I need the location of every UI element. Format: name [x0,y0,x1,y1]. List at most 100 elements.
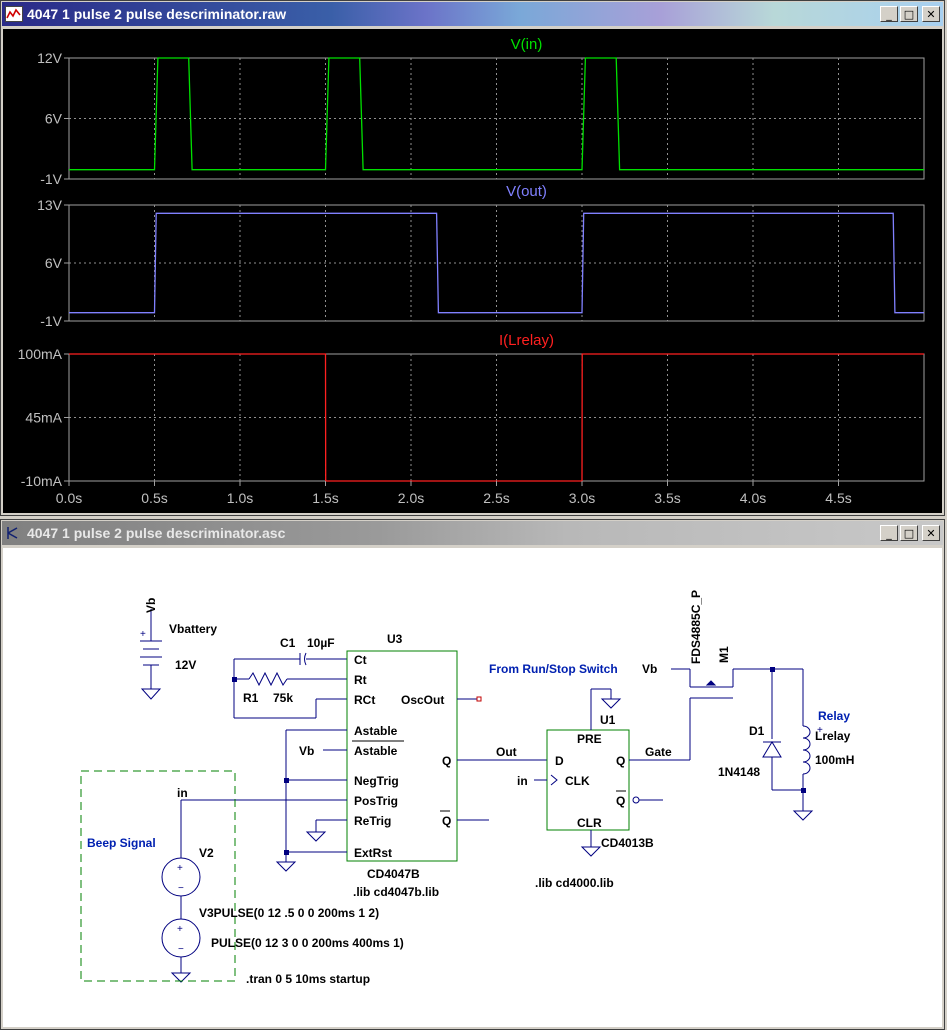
schematic-window: 4047 1 pulse 2 pulse descriminator.asc _… [0,519,945,1030]
beep-signal-comment: Beep Signal [87,836,156,850]
trace-title: I(Lrelay) [499,332,554,349]
schematic-window-title: 4047 1 pulse 2 pulse descriminator.asc [27,525,286,541]
tran-directive: .tran 0 5 10ms startup [246,972,370,986]
svg-text:−: − [178,883,184,894]
r1-label: R1 [243,691,259,705]
vbattery-label: Vbattery [169,622,217,636]
out-net-label: Out [496,745,517,759]
schematic-close-button[interactable]: ✕ [922,525,940,541]
c1-label: C1 [280,636,296,650]
schematic-maximize-button[interactable]: □ [900,525,918,541]
u3-pin-postrig: PosTrig [354,794,398,808]
run-stop-comment: From Run/Stop Switch [489,662,618,676]
u3-pin-extrst: ExtRst [354,846,392,860]
waveform-titlebar[interactable]: 4047 1 pulse 2 pulse descriminator.raw _… [2,2,943,26]
x-tick-label: 2.5s [483,490,509,506]
c1-value: 10µF [307,636,335,650]
waveform-window: 4047 1 pulse 2 pulse descriminator.raw _… [0,0,945,516]
vb-astable-label: Vb [299,744,314,758]
svg-text:+: + [177,924,183,935]
y-tick-label: 6V [45,111,63,127]
svg-text:−: − [178,944,184,955]
u3-pin-oscout: OscOut [401,693,444,707]
close-icon: ✕ [926,526,936,540]
waveform-window-title: 4047 1 pulse 2 pulse descriminator.raw [27,6,287,22]
trace-title: V(in) [511,36,543,53]
x-tick-label: 0.0s [56,490,82,506]
u3-pin-astable: Astable [354,724,398,738]
gate-net-label: Gate [645,745,672,759]
waveform-maximize-button[interactable]: □ [900,6,918,22]
u3-pin-rct: RCt [354,693,375,707]
svg-text:+: + [817,725,823,736]
junction-dots [232,667,806,855]
y-tick-label: 12V [37,50,63,66]
u1-pin-clr: CLR [577,816,602,830]
x-tick-label: 3.0s [569,490,595,506]
x-tick-label: 0.5s [141,490,167,506]
waveform-plot-area[interactable]: 12V 6V -1V V(in) 13V 6V -1V V(out) 100mA 45mA -10m… [3,29,942,513]
lrelay-value: 100mH [815,753,854,767]
u3-pin-retrig: ReTrig [354,814,391,828]
y-tick-label: -10mA [21,473,63,489]
u3-pin-q: Q [442,754,451,768]
y-tick-label: 6V [45,255,63,271]
x-tick-label: 3.5s [654,490,680,506]
u1-pin-d: D [555,754,564,768]
m1-label: M1 [717,646,731,663]
waveform-close-button[interactable]: ✕ [922,6,940,22]
u3-lib-directive: .lib cd4047b.lib [353,885,439,899]
minimize-icon: _ [886,7,892,21]
mosfet-part-name: FDS4885C_P [689,590,703,664]
r1-value: 75k [273,691,293,705]
relay-comment: Relay [818,709,850,723]
schematic-minimize-button[interactable]: _ [880,525,898,541]
x-tick-label: 4.5s [825,490,851,506]
vb-flag-label: Vb [144,598,158,613]
y-tick-label: 13V [37,197,63,213]
net-in-label: in [177,786,188,800]
trace-line [69,212,924,314]
clk-in-label: in [517,774,528,788]
schematic-app-icon [7,527,18,539]
trace-title: V(out) [506,183,547,200]
u1-pin-q: Q [616,754,625,768]
u1-pin-pre: PRE [577,732,602,746]
u3-pin-astable-bar: Astable [354,744,398,758]
u3-part-name: CD4047B [367,867,420,881]
schematic-canvas[interactable]: + + − + − + Vb Vbattery 12V C1 10µF R1 7… [3,548,942,1027]
v3-pulse-label: V3PULSE(0 12 .5 0 0 200ms 1 2) [199,906,379,920]
u3-pin-negtrig: NegTrig [354,774,399,788]
x-tick-label: 4.0s [740,490,766,506]
maximize-icon: □ [903,7,915,21]
svg-text:+: + [140,629,146,640]
d1-part-name: 1N4148 [718,765,760,779]
run-stop-vb-label: Vb [642,662,657,676]
v-pulse-label: PULSE(0 12 3 0 0 200ms 400ms 1) [211,936,404,950]
y-tick-label: -1V [40,313,62,329]
svg-text:+: + [177,863,183,874]
x-tick-label: 1.5s [312,490,338,506]
d1-label: D1 [749,724,765,738]
u3-pin-qbar: Q [442,814,451,828]
y-tick-label: -1V [40,171,62,187]
maximize-icon: □ [903,526,915,540]
u3-pin-rt: Rt [354,673,367,687]
y-tick-label: 45mA [25,410,62,426]
waveform-app-icon [5,6,23,22]
x-tick-label: 2.0s [398,490,424,506]
lrelay-label: Lrelay [815,729,851,743]
u1-pin-clk: CLK [565,774,590,788]
vbattery-value: 12V [175,658,196,672]
u1-label: U1 [600,713,616,727]
schematic-titlebar[interactable]: 4047 1 pulse 2 pulse descriminator.asc _… [2,521,943,545]
close-icon: ✕ [926,7,936,21]
v2-label: V2 [199,846,214,860]
x-tick-label: 1.0s [227,490,253,506]
u3-label: U3 [387,632,403,646]
y-tick-label: 100mA [18,346,63,362]
trace-line [69,57,924,171]
minimize-icon: _ [886,526,892,540]
waveform-minimize-button[interactable]: _ [880,6,898,22]
u1-part-name: CD4013B [601,836,654,850]
